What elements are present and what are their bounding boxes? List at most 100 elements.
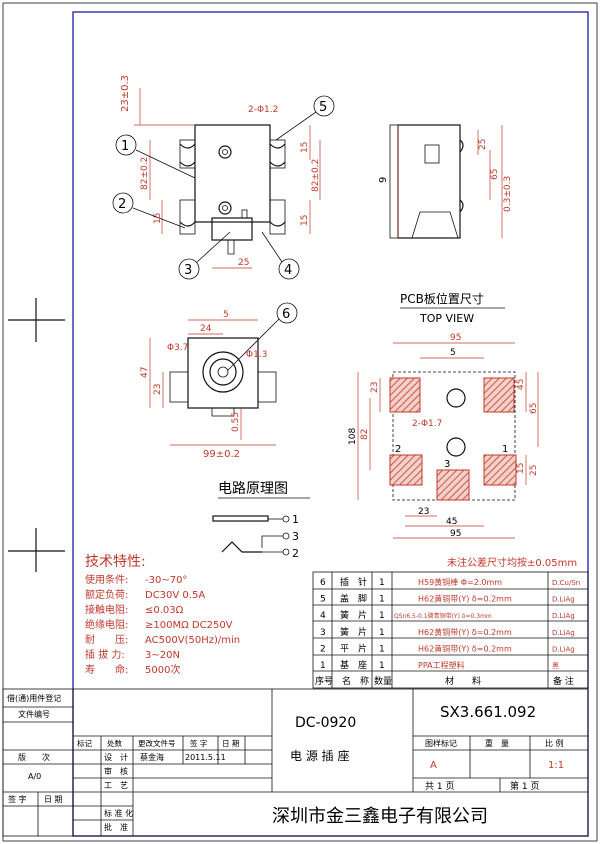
bom-row-note: 黑	[552, 662, 559, 670]
revision-header-cell: 标记	[77, 738, 92, 748]
bom-row-qty: 1	[379, 611, 385, 621]
bom-row-name: 簧 片	[340, 609, 367, 621]
bom-header-cell: 材 料	[445, 675, 481, 687]
callout-4: 4	[284, 263, 292, 278]
scale-value: 1:1	[548, 760, 564, 771]
bom-row-name: 插 针	[340, 576, 367, 588]
bom-row-note: D.LiAg	[552, 612, 575, 620]
bom-row-qty: 1	[379, 644, 385, 654]
pcb-dim-95-top: 95	[450, 333, 461, 343]
circuit-pin-1: 1	[292, 513, 299, 526]
approval-role: 审 核	[104, 766, 128, 776]
product-model: DC-0920	[295, 715, 356, 731]
front-dim-top: 23±0.3	[120, 75, 131, 112]
revision-header-cell: 日 期	[222, 739, 239, 748]
designer-name: 蔡金海	[140, 752, 164, 762]
bom-header-cell: 备 注	[553, 675, 574, 687]
pcb-title: PCB板位置尺寸	[400, 291, 484, 306]
approval-role: 标 准 化	[104, 808, 133, 818]
bom-header: 序号名 称数量 材 料 备 注	[315, 675, 574, 687]
revision-header: 标记 处数 更改文件号 签 字 日 期	[77, 738, 239, 748]
approval-roles: 设 计审 核工 艺标 准 化批 准	[104, 752, 133, 832]
callout-5: 5	[319, 100, 327, 115]
revision-header-cell: 更改文件号	[138, 738, 176, 748]
bottom-dim-47: 47	[140, 367, 150, 378]
bom-row-qty: 1	[379, 628, 385, 638]
bom-row-number: 5	[320, 595, 326, 605]
front-dim-left-15: 15	[153, 213, 163, 224]
pcb-dim-45-right: 45	[516, 379, 526, 390]
bottom-dim-phi37: Φ3.7	[167, 343, 188, 353]
spec-label: 插 拔 力:	[85, 648, 125, 661]
revision-header-cell: 签 字	[190, 738, 207, 748]
pcb-layout	[357, 342, 539, 539]
bottom-dim-5: 5	[223, 310, 229, 320]
bom-row-material: QSn6.5-0.1磷青铜带(Y) δ=0.3mm	[394, 612, 492, 620]
bottom-dim-055: 0.55	[231, 412, 241, 432]
revision-header-cell: 处数	[107, 738, 122, 748]
side-dim-25: 25	[478, 139, 488, 150]
stage-value: A	[430, 760, 437, 771]
spec-label: 耐 压:	[85, 633, 128, 646]
bottom-view	[149, 319, 277, 446]
bom-row-name: 平 片	[340, 642, 367, 654]
bom-row-material: H62黄铜带(Y) δ=0.2mm	[418, 594, 512, 604]
specs-title: 技术特性:	[85, 554, 146, 570]
sheet-count: 共 1 页	[425, 781, 454, 792]
bom-row-number: 2	[320, 644, 326, 654]
pcb-pin-3: 3	[444, 459, 450, 470]
spec-value: DC30V 0.5A	[145, 590, 205, 601]
callout-circles	[112, 95, 335, 371]
callout-2: 2	[118, 197, 126, 212]
bottom-dim-24: 24	[200, 324, 212, 334]
spec-value: AC500V(50Hz)/min	[145, 635, 240, 646]
callout-1: 1	[121, 139, 129, 154]
bom-row-note: D.LiAg	[552, 596, 575, 604]
spec-value: ≤0.03Ω	[145, 605, 184, 616]
callout-6: 6	[282, 307, 290, 322]
bom-row-material: PPA工程塑料	[418, 660, 465, 670]
bom-header-cell: 序号	[315, 675, 333, 687]
bom-row-material: H59黄铜棒 Φ=2.0mm	[418, 577, 502, 587]
pcb-dim-65-right: 65	[529, 403, 539, 414]
front-dim-right-15a: 15	[300, 142, 310, 153]
front-dim-right-15b: 15	[300, 215, 310, 226]
pcb-dim-95-bottom: 95	[450, 529, 461, 539]
approval-role: 设 计	[104, 752, 128, 762]
pcb-dim-25-right: 25	[529, 465, 539, 476]
pcb-dim-108: 108	[348, 428, 358, 445]
front-view	[134, 88, 321, 269]
spec-value: ≥100MΩ DC250V	[145, 620, 233, 631]
circuit-diagram	[212, 515, 290, 556]
spec-label: 寿 命:	[85, 663, 128, 676]
design-date: 2011.5.11	[185, 753, 226, 762]
front-dim-right-82: 82±0.2	[311, 159, 321, 192]
side-dim-03: 0.3±0.3	[503, 176, 513, 212]
bottom-dim-phi13: Φ1.3	[246, 350, 267, 360]
pcb-dim-15-right: 15	[516, 463, 526, 474]
spec-label: 额定负荷:	[85, 588, 128, 601]
margin-used-on: 借(通)用件登记	[7, 693, 61, 703]
circuit-title: 电路原理图	[218, 481, 288, 497]
bom-row-number: 3	[320, 628, 326, 638]
bom-row-number: 1	[320, 661, 326, 671]
pcb-dim-45-bottom: 45	[446, 517, 457, 527]
company-name: 深圳市金三鑫电子有限公司	[272, 806, 488, 827]
bom-row-material: H62黄铜带(Y) δ=0.2mm	[418, 643, 512, 653]
margin-version-value: A/0	[28, 772, 41, 781]
bom-header-cell: 名 称	[342, 675, 369, 687]
drawing-number: SX3.661.092	[440, 703, 536, 721]
side-dim-65: 65	[490, 169, 500, 180]
bom-header-cell: 数量	[374, 675, 392, 687]
spec-value: 5000次	[145, 663, 180, 676]
margin-version: 版 次	[18, 752, 50, 762]
weight-label: 重 量	[485, 738, 509, 748]
spec-label: 使用条件:	[85, 573, 128, 586]
pcb-pin-1: 1	[502, 444, 508, 455]
bottom-dim-23: 23	[153, 384, 163, 395]
callout-3: 3	[184, 263, 192, 278]
spec-label: 绝缘电阻:	[85, 618, 128, 631]
front-dim-bottom-25: 25	[238, 258, 249, 268]
spec-value: 3~20N	[145, 650, 180, 661]
